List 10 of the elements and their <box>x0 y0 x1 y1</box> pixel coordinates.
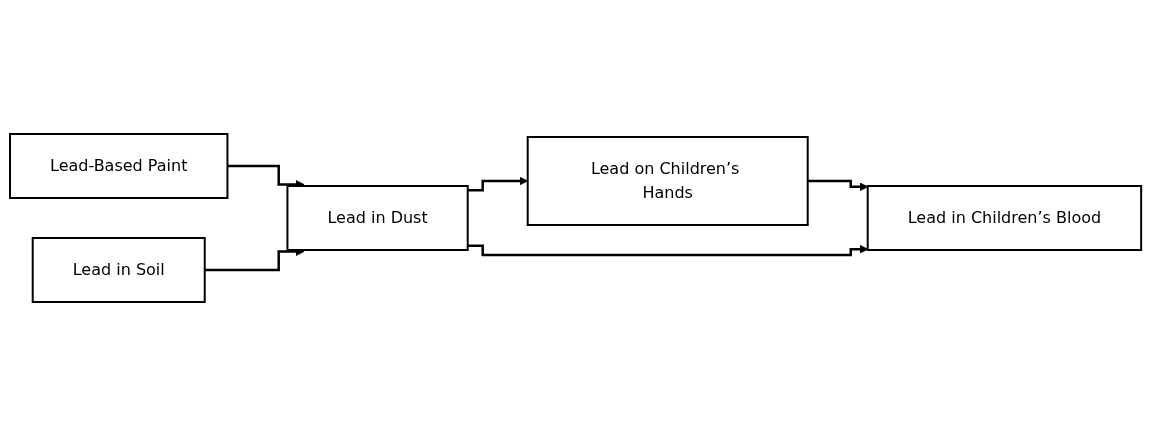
node-box: Lead-Based Paint <box>9 133 229 199</box>
arrow <box>468 244 869 257</box>
arrow <box>468 176 529 192</box>
node-box: Lead on Children’s Hands <box>527 136 810 226</box>
arrow <box>227 164 305 189</box>
node-box: Lead in Dust <box>286 185 470 251</box>
arrow <box>205 247 305 272</box>
node-box: Lead in Soil <box>32 237 207 303</box>
node-box: Lead in Children’s Blood <box>867 185 1143 251</box>
arrow <box>808 179 869 192</box>
